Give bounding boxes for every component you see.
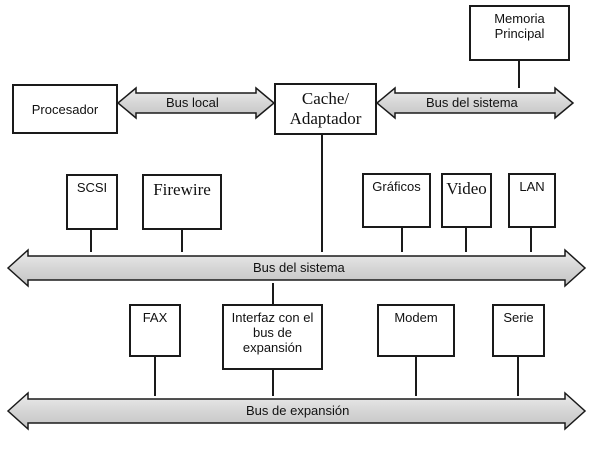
bus-sistema-superior-arrow [375, 86, 575, 120]
bus-expansion-label: Bus de expansión [246, 403, 350, 418]
bus-sistema-label: Bus del sistema [253, 260, 345, 275]
firewire-label: Firewire [153, 180, 211, 199]
bus-local-label: Bus local [166, 95, 219, 110]
modem-box: Modem [377, 304, 455, 357]
fax-box: FAX [129, 304, 181, 357]
cache-adaptador-box: Cache/ Adaptador [274, 83, 377, 135]
lan-label: LAN [519, 179, 545, 194]
video-label: Video [446, 179, 487, 198]
graficos-box: Gráficos [362, 173, 431, 228]
memoria-principal-line-1: Memoria [494, 11, 545, 26]
fax-label: FAX [142, 310, 168, 325]
bus-sistema-superior-label: Bus del sistema [426, 95, 518, 110]
interfaz-line-1: Interfaz con el [231, 310, 314, 325]
serie-label: Serie [503, 310, 534, 325]
graficos-label: Gráficos [372, 179, 421, 194]
interfaz-line-2: bus de [252, 325, 293, 340]
memoria-principal-box: Memoria Principal [469, 5, 570, 61]
firewire-box: Firewire [142, 174, 222, 230]
bus-expansion-arrow [6, 391, 587, 431]
cache-line-2: Adaptador [289, 109, 362, 128]
procesador-box: Procesador [12, 84, 118, 134]
bus-sistema-arrow [6, 248, 587, 288]
lan-box: LAN [508, 173, 556, 228]
scsi-box: SCSI [66, 174, 118, 230]
interfaz-box: Interfaz con el bus de expansión [222, 304, 323, 370]
video-box: Video [441, 173, 492, 228]
serie-box: Serie [492, 304, 545, 357]
cache-line-1: Cache/ [301, 89, 350, 108]
scsi-label: SCSI [76, 180, 108, 195]
interfaz-line-3: expansión [242, 340, 303, 355]
modem-label: Modem [394, 310, 438, 325]
memoria-principal-line-2: Principal [494, 26, 545, 41]
procesador-label: Procesador [31, 101, 99, 117]
